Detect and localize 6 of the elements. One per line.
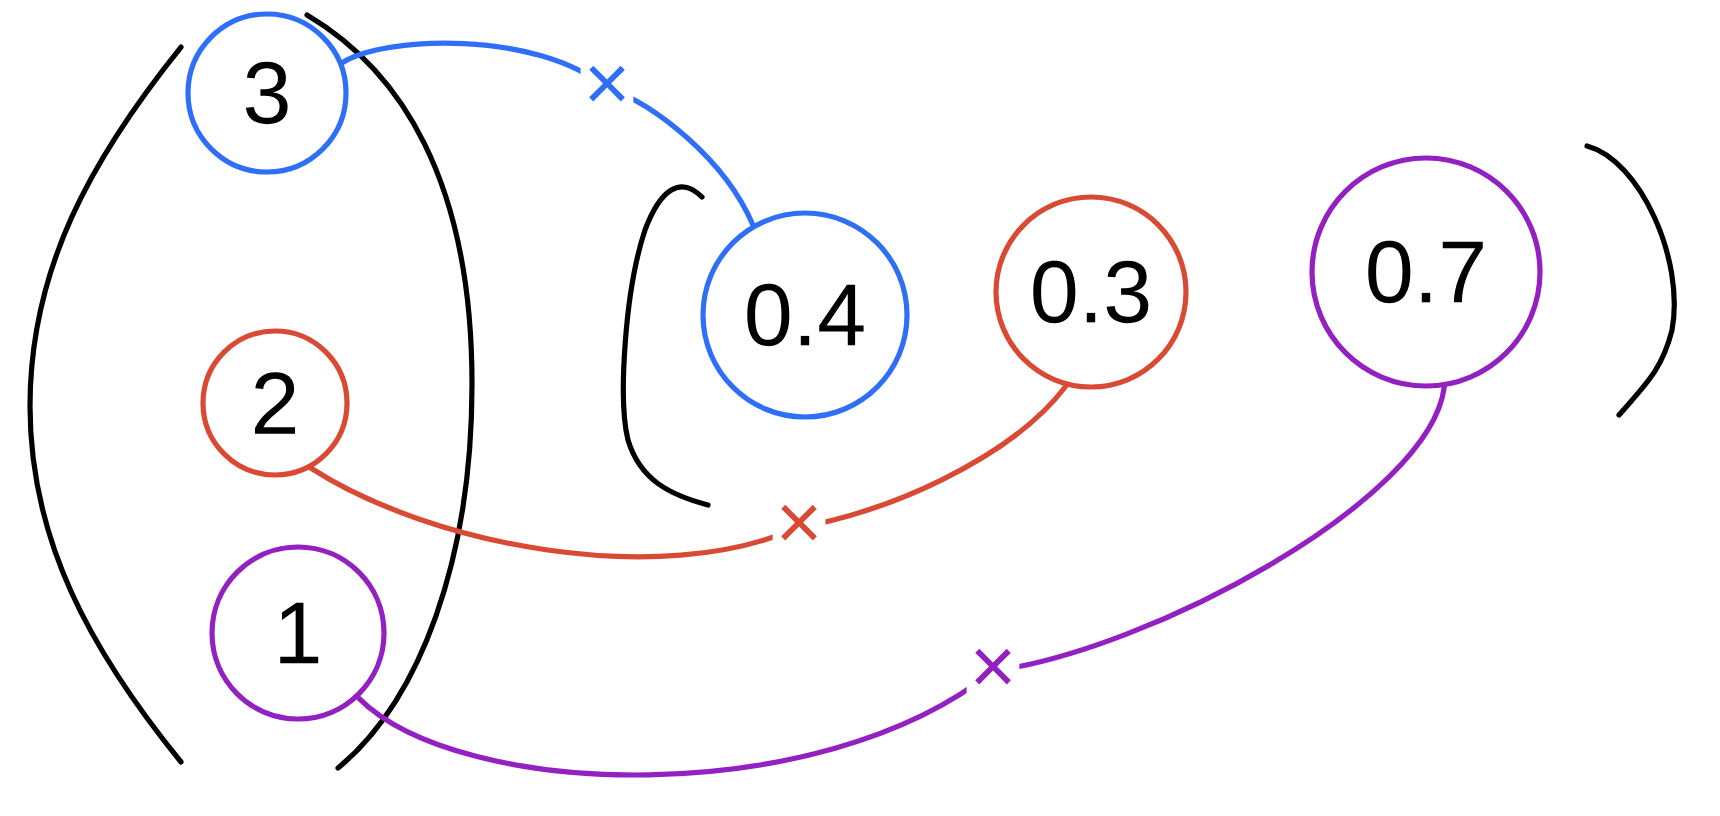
- connector-line: [355, 384, 1447, 778]
- edge-label: ×: [772, 501, 826, 553]
- edge-label: ×: [966, 645, 1020, 697]
- connector-line: [308, 383, 1069, 560]
- connector-line: [340, 40, 756, 227]
- edge-label: ×: [580, 62, 634, 114]
